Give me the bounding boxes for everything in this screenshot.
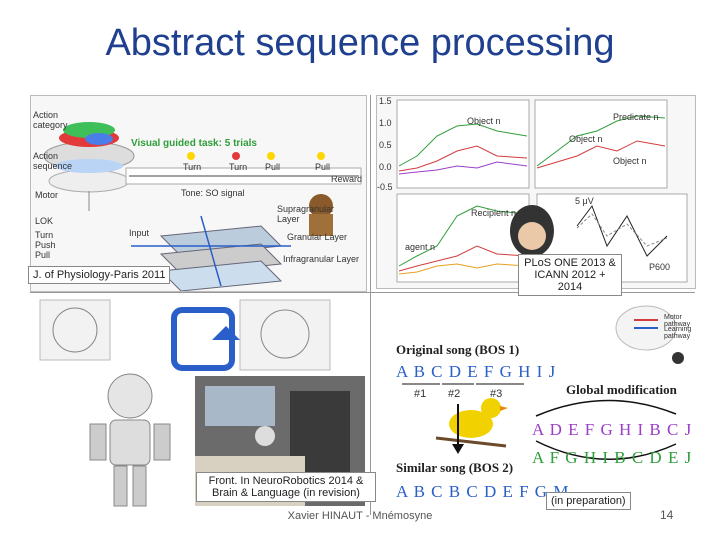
supragranular-layer-label: Supragranular Layer (277, 204, 335, 224)
group-1-label: #1 (414, 388, 427, 400)
infragranular-layer-label: Infragranular Layer (283, 254, 360, 264)
plos-caption-line-2: ICANN 2012 + 2014 (534, 269, 606, 293)
page-number: 14 (660, 508, 674, 522)
action-category-label: Action category (33, 110, 68, 130)
global-modification-title: Global modification (566, 382, 677, 397)
output-turn-label: Turn (35, 230, 54, 240)
tone-signal-label: Tone: SO signal (181, 188, 245, 198)
plot-label-object-3: Object n (613, 156, 647, 166)
slide-footer: Xavier HINAUT - Mnémosyne (287, 510, 433, 522)
group-2-label: #2 (448, 388, 461, 400)
input-label: Input (129, 228, 150, 238)
robot-figure-caption: Front. In NeuroRobotics 2014 & Brain & L… (196, 472, 376, 502)
original-song-letters: A B C D E F G H I J (396, 362, 557, 381)
slide-title: Abstract sequence processing (105, 22, 615, 64)
motor-label: Motor (35, 190, 59, 200)
y-tick-5: -0.5 (377, 182, 393, 192)
original-song-title: Original song (BOS 1) (396, 342, 520, 357)
visual-task-label: Visual guided task: 5 trials (131, 138, 257, 149)
action-sequence-label: Action sequence (33, 151, 73, 171)
output-pull-label: Pull (35, 250, 51, 260)
divider-horizontal (30, 292, 695, 293)
monkey-model-figure: Action category Action sequence Motor Vi… (30, 95, 367, 292)
plot-label-agent: agent n (405, 242, 436, 252)
lok-label: LOK (35, 216, 54, 226)
y-tick-1: 1.5 (379, 96, 392, 106)
robot-caption-line-1: Front. In NeuroRobotics 2014 & (208, 475, 364, 487)
output-push-label: Push (35, 240, 56, 250)
birdsong-diagram (402, 305, 684, 461)
similar-song-letters: A B C B C D E F G M (396, 482, 570, 501)
y-tick-4: 0.0 (379, 162, 392, 172)
plot-label-object-2: Object n (569, 134, 603, 144)
y-tick-3: 0.5 (379, 140, 392, 150)
plot-label-predicate: Predicate n (613, 112, 659, 122)
plot-label-object-1: Object n (467, 116, 501, 126)
step-turn-1: Turn (183, 162, 202, 172)
plos-figure: 1.5 1.0 0.5 0.0 -0.5 Object n Object n P… (376, 95, 696, 289)
legend-learning-pathway: Learning pathway (664, 326, 692, 340)
plot-label-recipient: Recipient n (471, 208, 517, 218)
birdsong-figure-caption: (in preparation) (546, 492, 631, 510)
birdsong-figure: Original song (BOS 1) A B C D E F G H I … (376, 296, 694, 511)
similar-song-title: Similar song (BOS 2) (396, 460, 514, 475)
eeg-p600-label: P600 (649, 262, 671, 272)
robot-caption-line-2: Brain & Language (in revision) (212, 487, 360, 499)
reward-label: Reward (331, 174, 363, 184)
step-turn-2: Turn (229, 162, 248, 172)
y-tick-2: 1.0 (379, 118, 392, 128)
step-pull-2: Pull (315, 162, 331, 172)
modification-2-letters: A F G H I B C D E J (532, 448, 693, 467)
group-3-label: #3 (490, 388, 503, 400)
divider-vertical (370, 95, 371, 515)
granular-layer-label: Granular Layer (287, 232, 348, 242)
plos-caption-line-1: PLoS ONE 2013 & (524, 257, 616, 269)
plos-figure-caption: PLoS ONE 2013 & ICANN 2012 + 2014 (518, 254, 622, 296)
eeg-amplitude-label: 5 μV (575, 196, 594, 206)
legend-motor-pathway: Motor pathway (664, 314, 691, 328)
monkey-model-diagram (43, 122, 362, 292)
step-pull-1: Pull (265, 162, 281, 172)
modification-1-letters: A D E F G H I B C J (532, 420, 693, 439)
monkey-figure-caption: J. of Physiology-Paris 2011 (28, 266, 171, 284)
